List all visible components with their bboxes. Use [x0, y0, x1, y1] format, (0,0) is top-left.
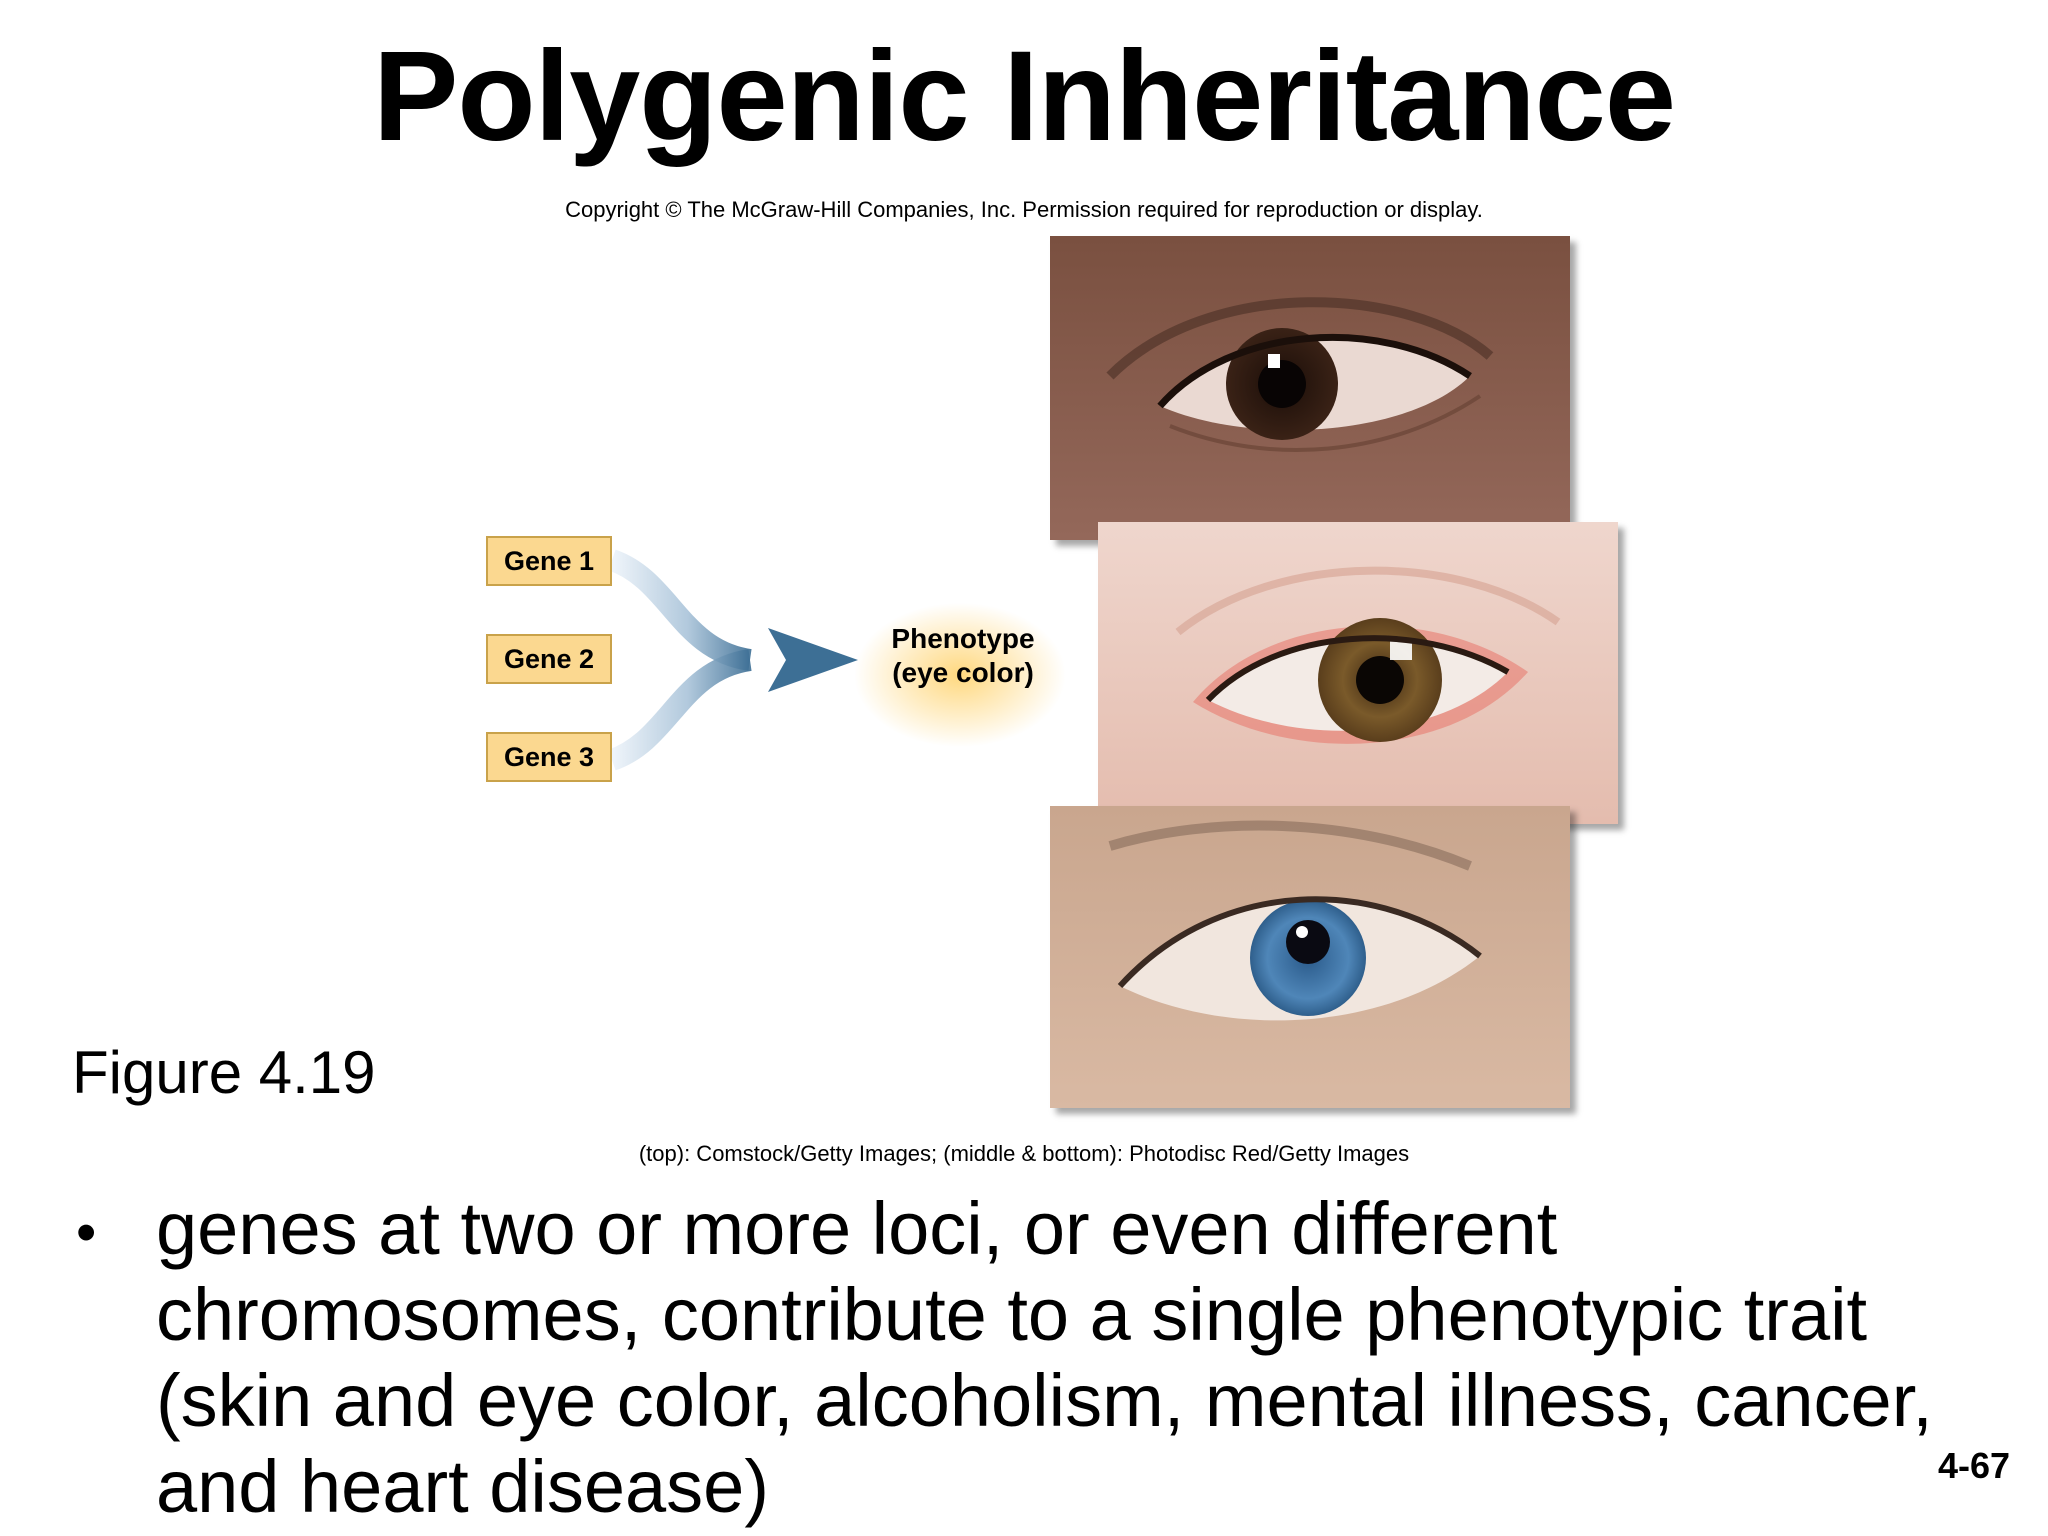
figure-label: Figure 4.19: [72, 1039, 376, 1106]
phenotype-glow: [850, 600, 1070, 750]
slide-title: Polygenic Inheritance: [372, 25, 1676, 168]
brown-eye-photo: [1050, 236, 1570, 540]
hazel-eye-photo: [1098, 522, 1618, 824]
gene-box-1: Gene 1: [486, 536, 612, 586]
phenotype-line-1: Phenotype: [891, 623, 1035, 654]
gene-box-3: Gene 3: [486, 732, 612, 782]
branch-gene-3: [607, 649, 753, 771]
phenotype-label: Phenotype (eye color): [868, 622, 1058, 690]
slide-number: 4-67: [1937, 1445, 2010, 1486]
blue-eye-photo: [1050, 806, 1570, 1108]
bullet-text: genes at two or more loci, or even diffe…: [156, 1187, 1933, 1528]
branch-gene-1: [607, 549, 753, 671]
copyright-notice: Copyright © The McGraw-Hill Companies, I…: [565, 197, 1483, 222]
bullet-dot: •: [76, 1200, 97, 1265]
phenotype-line-2: (eye color): [892, 657, 1034, 688]
photo-credit: (top): Comstock/Getty Images; (middle & …: [638, 1141, 1410, 1166]
converging-arrow-diagram: [607, 549, 858, 771]
gene-box-2: Gene 2: [486, 634, 612, 684]
arrowhead: [768, 628, 858, 692]
